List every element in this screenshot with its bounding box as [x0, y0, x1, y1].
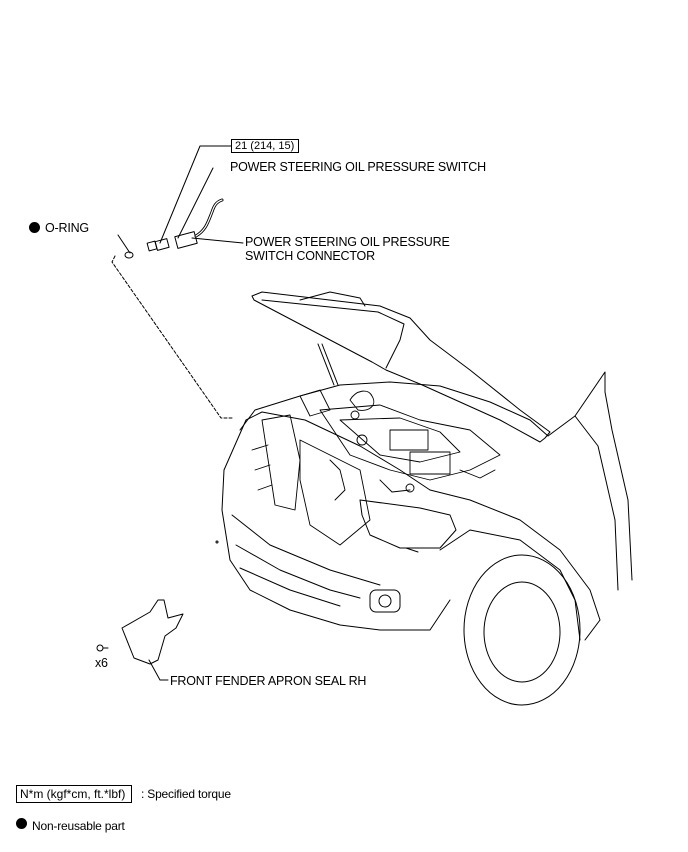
hood-drawing: [251, 291, 551, 443]
switch-label: POWER STEERING OIL PRESSURE SWITCH: [230, 160, 486, 174]
leader-lines: [111, 145, 244, 681]
legend-torque-box: N*m (kgf*cm, ft.*lbf): [16, 785, 133, 803]
torque-spec-box: 21 (214, 15): [231, 139, 299, 153]
connector-label-line2: SWITCH CONNECTOR: [245, 249, 375, 263]
pressure-switch-drawing: [124, 198, 224, 259]
apron-seal-drawing: [96, 599, 184, 665]
engine-bay-drawing: [251, 389, 501, 546]
apron-seal-label: FRONT FENDER APRON SEAL RH: [170, 674, 367, 688]
fastener-count-label: x6: [95, 656, 108, 670]
connector-label-line1: POWER STEERING OIL PRESSURE: [245, 235, 450, 249]
legend-non-reusable-text: Non-reusable part: [32, 819, 125, 833]
oring-label: O-RING: [45, 221, 89, 235]
legend-torque-text: : Specified torque: [141, 787, 231, 801]
non-reusable-icon: [29, 222, 40, 233]
legend-non-reusable-icon: [16, 818, 27, 829]
body-drawing: [215, 371, 633, 706]
